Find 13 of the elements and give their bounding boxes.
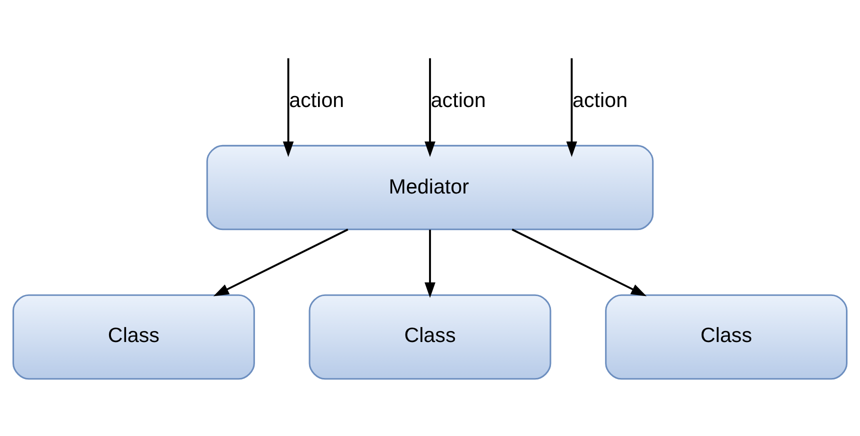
arrow <box>512 228 647 296</box>
node-box: Mediator <box>206 144 654 230</box>
edge-label: action <box>289 88 344 112</box>
arrow <box>566 58 578 157</box>
arrow <box>424 230 436 298</box>
arrow <box>213 228 348 296</box>
arrow <box>424 58 436 157</box>
node-box: Class <box>605 294 848 380</box>
node-box: Class <box>12 294 255 380</box>
edge-label: action <box>572 88 628 112</box>
node-box: Class <box>308 294 552 380</box>
arrow <box>282 58 294 157</box>
edge-label: action <box>430 88 486 112</box>
